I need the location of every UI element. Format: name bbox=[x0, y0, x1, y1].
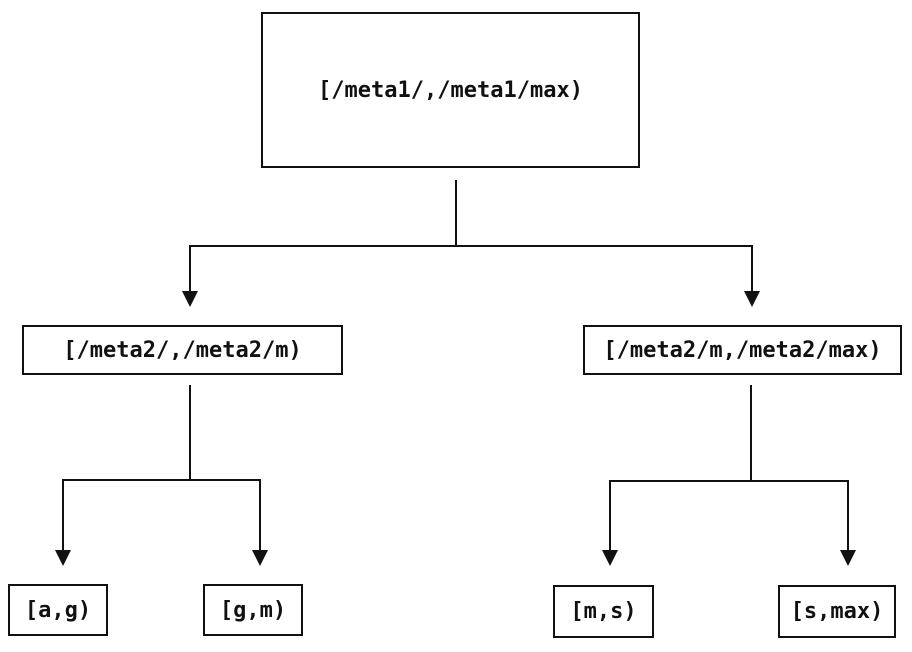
connector-root-children bbox=[182, 180, 760, 307]
connector-left-children bbox=[55, 385, 268, 566]
tree-node-meta2-upper-label: [/meta2/m,/meta2/max) bbox=[603, 337, 882, 363]
tree-leaf-g-m: [g,m) bbox=[203, 584, 303, 636]
connector-right-children bbox=[602, 385, 856, 566]
tree-node-meta2-upper: [/meta2/m,/meta2/max) bbox=[583, 325, 902, 375]
arrowhead-leaf-smax bbox=[840, 550, 856, 566]
tree-leaf-a-g: [a,g) bbox=[8, 584, 108, 636]
tree-leaf-a-g-label: [a,g) bbox=[24, 597, 92, 623]
arrowhead-leaf-ms bbox=[602, 550, 618, 566]
tree-node-root: [/meta1/,/meta1/max) bbox=[261, 12, 640, 168]
arrowhead-left-child bbox=[182, 291, 198, 307]
tree-node-meta2-lower-label: [/meta2/,/meta2/m) bbox=[63, 337, 302, 363]
tree-leaf-m-s-label: [m,s) bbox=[570, 599, 637, 624]
tree-node-meta2-lower: [/meta2/,/meta2/m) bbox=[22, 325, 343, 375]
tree-node-root-label: [/meta1/,/meta1/max) bbox=[318, 77, 583, 103]
arrowhead-leaf-gm bbox=[252, 550, 268, 566]
tree-leaf-g-m-label: [g,m) bbox=[219, 597, 287, 623]
tree-leaf-m-s: [m,s) bbox=[553, 585, 654, 638]
tree-leaf-s-max: [s,max) bbox=[778, 585, 896, 638]
arrowhead-right-child bbox=[744, 291, 760, 307]
tree-leaf-s-max-label: [s,max) bbox=[790, 599, 884, 624]
arrowhead-leaf-ag bbox=[55, 550, 71, 566]
